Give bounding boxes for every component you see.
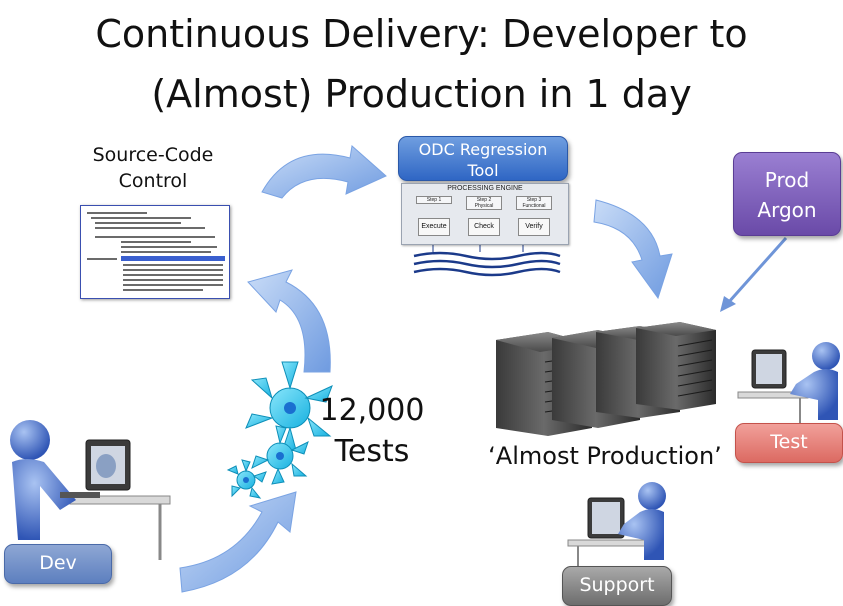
engine-check: Check	[468, 218, 500, 236]
prod-argon-box: Prod Argon	[733, 152, 841, 236]
test-virus-icon-medium	[251, 425, 309, 485]
source-control-label-line-1: Source-Code	[92, 144, 214, 166]
source-control-label: Source-Code Control	[68, 142, 238, 194]
source-control-label-line-2: Control	[118, 170, 188, 192]
prod-to-production-arrow	[720, 237, 788, 312]
test-virus-icon-large	[245, 361, 333, 453]
person-at-computer-icon-dev	[10, 420, 171, 560]
almost-production-label: ‘Almost Production’	[488, 442, 722, 470]
engine-title: PROCESSING ENGINE	[447, 185, 523, 192]
odc-label-line-1: ODC Regression	[418, 140, 548, 159]
flow-arrow-dev-to-tests	[179, 491, 297, 593]
odc-label-line-2: Tool	[467, 161, 499, 180]
slide-title: Continuous Delivery: Developer to (Almos…	[0, 4, 843, 124]
engine-step-1-label: Step 1	[426, 197, 442, 203]
tests-label: Tests	[334, 434, 410, 469]
test-virus-icon-small	[226, 459, 267, 499]
engine-step-3-label: Step 3	[526, 197, 542, 203]
title-line-2: (Almost) Production in 1 day	[151, 72, 692, 116]
support-role-box: Support	[562, 566, 672, 606]
title-line-1: Continuous Delivery: Developer to	[95, 12, 748, 56]
person-at-computer-icon-support	[567, 482, 666, 566]
prod-label-line-2: Argon	[757, 198, 817, 222]
tests-count: 12,000	[319, 393, 425, 428]
dev-role-box: Dev	[4, 544, 112, 584]
flow-arrow-tests-to-scm	[247, 269, 331, 373]
flow-arrow-odc-to-production	[593, 199, 673, 300]
prod-label-line-1: Prod	[764, 168, 810, 192]
flow-arrow-scm-to-odc	[261, 145, 387, 199]
code-screenshot	[80, 205, 230, 299]
engine-step-2: Step 2 Physical	[466, 196, 502, 210]
engine-step-1: Step 1	[416, 196, 452, 204]
engine-step-3-sub: Functional	[522, 203, 546, 209]
test-role-box: Test	[735, 423, 843, 463]
engine-verify: Verify	[518, 218, 550, 236]
odc-regression-tool-box: ODC Regression Tool	[398, 136, 568, 181]
engine-execute: Execute	[418, 218, 450, 236]
person-at-computer-icon-test	[737, 342, 840, 430]
server-icon-4	[636, 322, 716, 410]
processing-engine-diagram: PROCESSING ENGINE Step 1 Step 2 Physical…	[401, 183, 569, 245]
engine-step-2-sub: Physical	[474, 203, 494, 209]
engine-step-3: Step 3 Functional	[516, 196, 552, 210]
engine-waves	[413, 251, 561, 277]
engine-step-2-label: Step 2	[476, 197, 492, 203]
